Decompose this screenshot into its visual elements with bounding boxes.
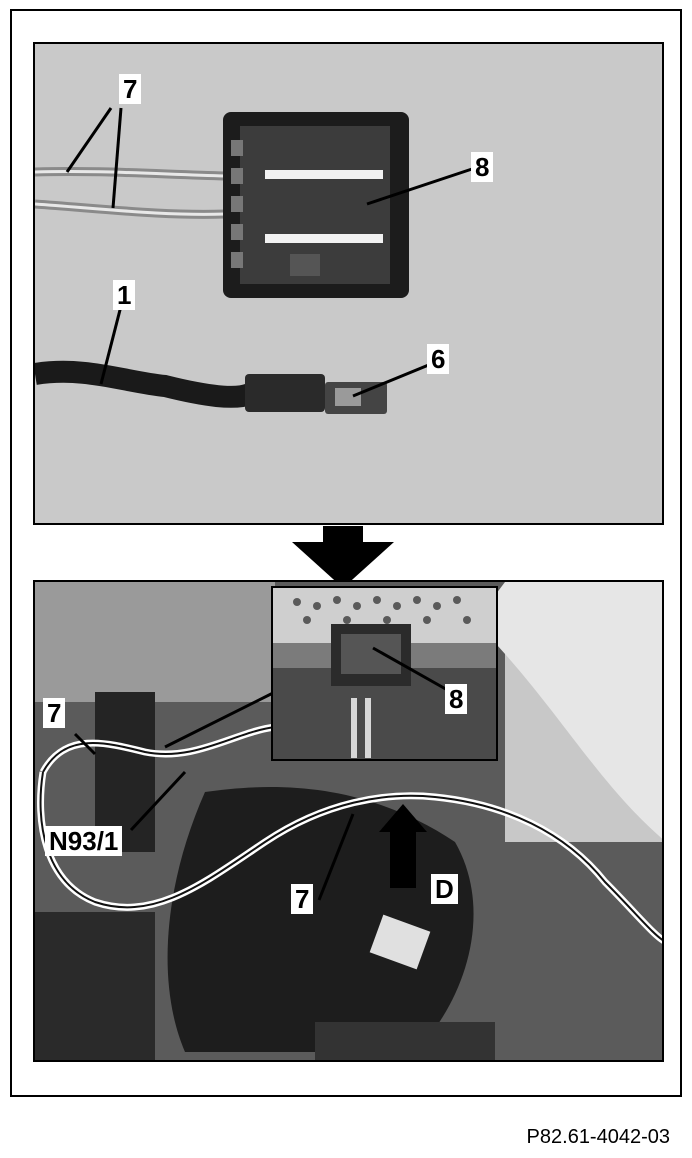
plug-6 [245, 374, 325, 412]
harness-1 [35, 360, 255, 408]
callout-d: D [431, 874, 458, 904]
connector-detail-inset: 8 [271, 586, 498, 761]
callout-1: 1 [113, 280, 136, 310]
callout-n93-1: N93/1 [45, 826, 123, 856]
dark-housing [167, 787, 474, 1052]
callout-7-left: 7 [43, 698, 66, 728]
top-photo-drawing [35, 44, 662, 523]
figure-code: P82.61-4042-03 [526, 1126, 670, 1148]
bottom-photo-drawing [35, 582, 662, 1060]
callout-7-center: 7 [291, 884, 314, 914]
view-d-arrow-icon [379, 804, 427, 888]
callout-8-top: 8 [471, 152, 494, 182]
callout-6: 6 [427, 344, 450, 374]
top-photo-panel: 7 8 1 6 [33, 42, 664, 525]
callout-8-inset: 8 [445, 684, 468, 714]
inset-drawing [273, 588, 496, 759]
callout-7-top: 7 [119, 74, 142, 104]
